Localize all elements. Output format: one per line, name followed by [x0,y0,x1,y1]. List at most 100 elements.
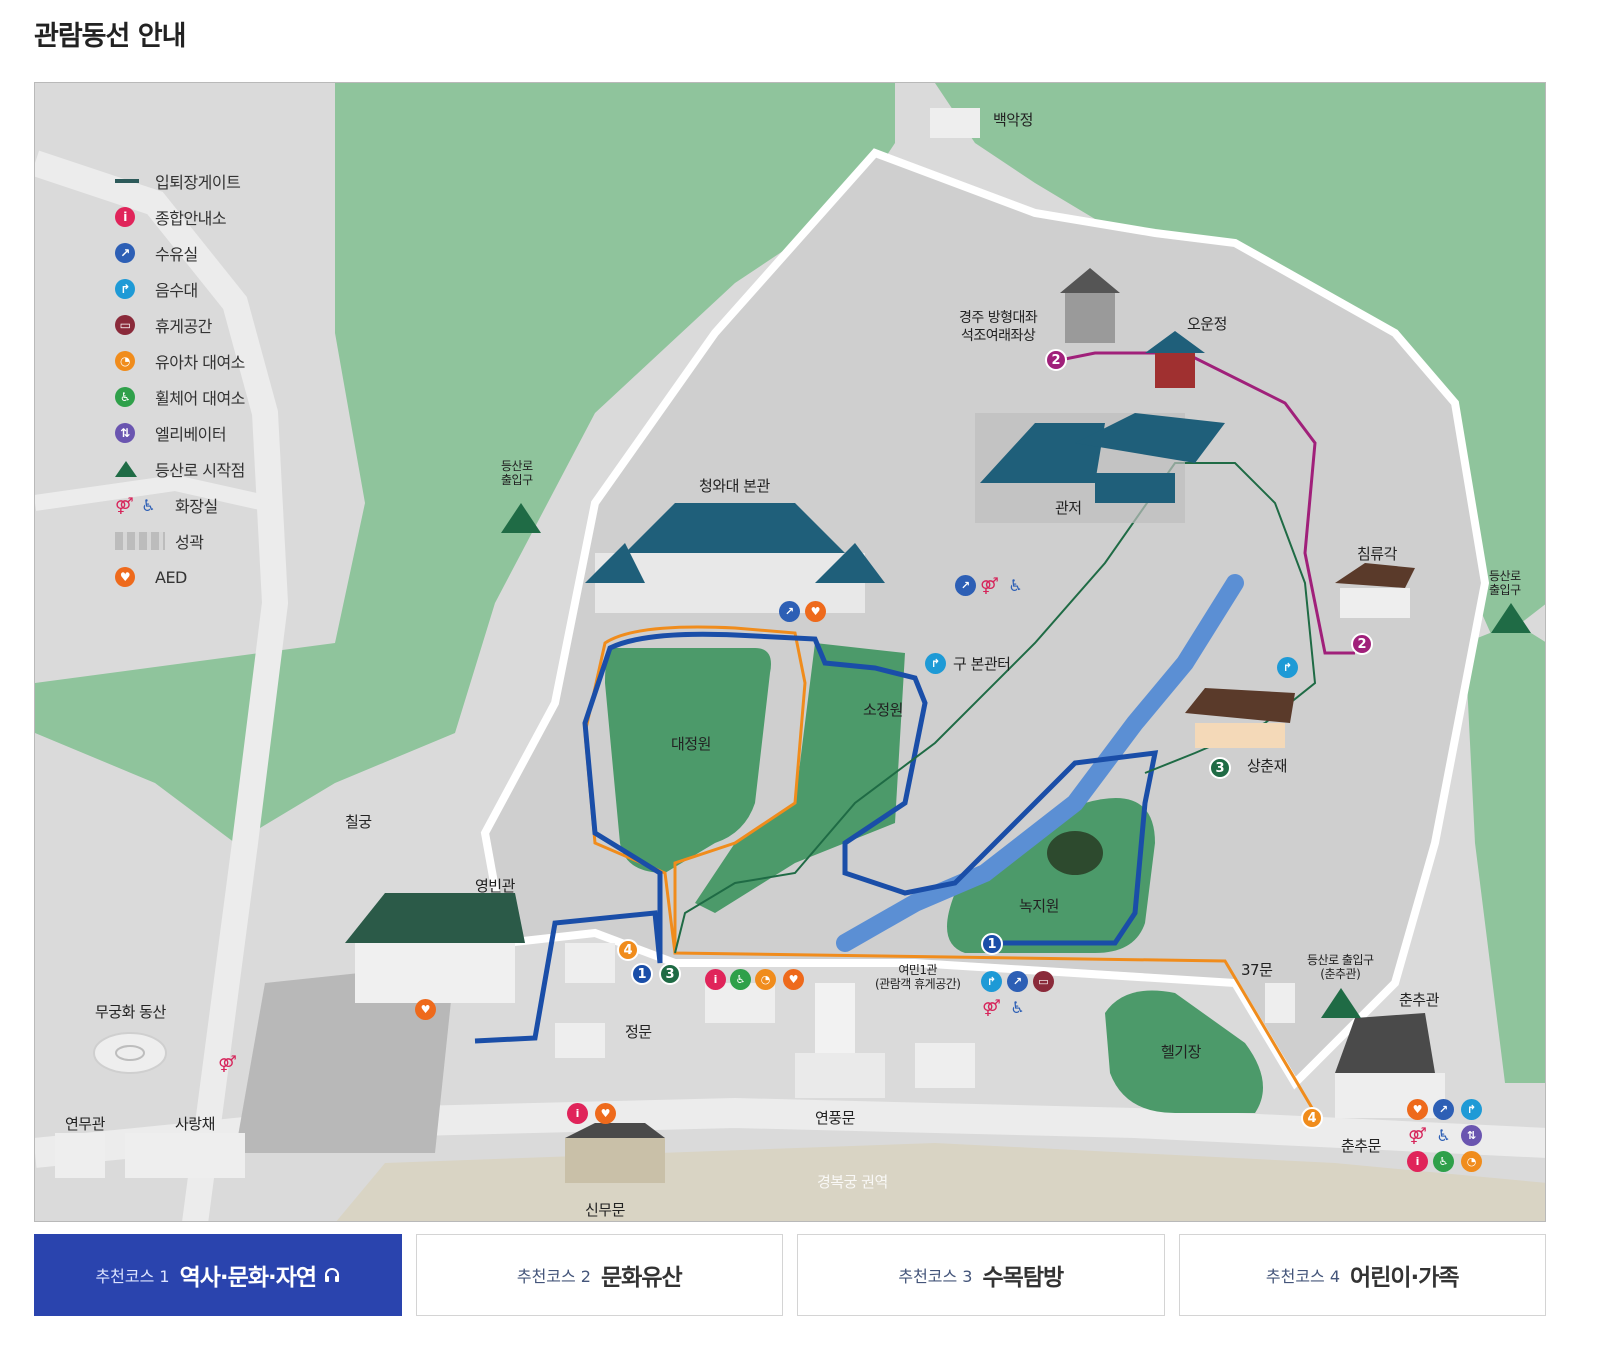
tab-prefix: 추천코스 1 [95,1267,170,1286]
legend-water: ↱ 음수대 [115,271,285,307]
nursing-room-icon[interactable]: ↗ [1433,1099,1454,1120]
route-map[interactable]: 입퇴장게이트 i 종합안내소 ↗ 수유실 ↱ 음수대 ▭ 휴게공간 ◔ 유아차 … [34,82,1546,1222]
tab-course-3[interactable]: 추천코스 3 수목탐방 [797,1234,1165,1316]
sojeongwon-lawn [695,643,905,913]
aed-icon[interactable]: ♥ [783,969,804,990]
water-fountain-icon[interactable]: ↱ [981,971,1002,992]
nursing-room-icon[interactable]: ↗ [955,575,976,596]
legend-label: 휠체어 대여소 [155,389,245,408]
nursing-room-icon[interactable]: ↗ [1007,971,1028,992]
restroom-icon[interactable]: ⚤ [218,1054,237,1073]
route-marker-4[interactable]: 4 [617,939,639,961]
aed-icon[interactable]: ♥ [595,1103,616,1124]
restroom-icon[interactable]: ⚤ [1408,1126,1427,1145]
elevator-icon: ⇅ [115,422,151,444]
gate-line-icon [115,170,151,192]
nursing-room-icon[interactable]: ↗ [779,601,800,622]
wheelchair-rental-icon[interactable]: ♿ [1433,1151,1454,1172]
aed-icon[interactable]: ♥ [415,999,436,1020]
tab-course-1[interactable]: 추천코스 1 역사·문화·자연 [34,1234,402,1316]
label-trail-right-line2: 출입구 [1489,583,1521,597]
tab-course-2[interactable]: 추천코스 2 문화유산 [415,1234,783,1316]
restroom-icon[interactable]: ⚤ [980,576,999,595]
info-center-icon[interactable]: i [1407,1151,1428,1172]
legend-label: 입퇴장게이트 [155,173,241,192]
label-chunchumun: 춘추문 [1341,1137,1381,1155]
heliport-lawn [1105,990,1263,1113]
legend-label: 음수대 [155,281,198,300]
label-sangchunjae: 상춘재 [1247,757,1287,775]
label-chunchugwan: 춘추관 [1399,991,1439,1009]
road-left [35,150,289,1221]
elevator-icon[interactable]: ⇅ [1461,1125,1482,1146]
stroller-rental-icon: ◔ [115,350,151,372]
route-course2 [1054,351,1355,655]
legend-label: 유아차 대여소 [155,353,245,372]
label-heliport: 헬기장 [1161,1043,1201,1061]
tab-prefix: 추천코스 3 [898,1267,973,1286]
trailhead-left [501,503,541,533]
water-fountain-icon[interactable]: ↱ [1461,1099,1482,1120]
info-center-icon[interactable]: i [705,969,726,990]
route-marker-2-chimnyugak[interactable]: 2 [1351,633,1373,655]
label-ounjeong: 오운정 [1187,315,1227,333]
mountain-area-right [1465,623,1545,1083]
route-marker-3-sangchunjae[interactable]: 3 [1209,757,1231,779]
label-trail-chunchu-line1: 등산로 출입구 [1307,953,1374,967]
info-center-icon[interactable]: i [567,1103,588,1124]
course-tabs: 추천코스 1 역사·문화·자연 추천코스 2 문화유산 추천코스 3 수목탐방 … [34,1234,1546,1316]
yeongbingwan-graphic [345,893,525,1003]
water-fountain-icon[interactable]: ↱ [925,653,946,674]
label-yeonmugwan: 연무관 [65,1115,105,1133]
aed-icon[interactable]: ♥ [1407,1099,1428,1120]
tab-name: 어린이·가족 [1350,1265,1460,1291]
legend-aed: ♥ AED [115,559,285,595]
gwanjeo-graphic [975,413,1225,523]
stroller-rental-icon[interactable]: ◔ [755,969,776,990]
label-nokjiwon: 녹지원 [1019,897,1059,915]
legend-label: 화장실 [175,497,218,516]
legend-wheelchair: ♿ 휠체어 대여소 [115,379,285,415]
label-trail-left-line1: 등산로 [501,459,533,473]
label-yeomin: 여민1관 (관람객 휴게공간) [875,963,961,991]
route-marker-1[interactable]: 1 [981,933,1003,955]
yeonpungmun-graphic [795,983,885,1098]
accessible-restroom-icon[interactable]: ♿ [1008,576,1023,595]
restroom-icon[interactable]: ⚤ [982,998,1001,1017]
stroller-rental-icon[interactable]: ◔ [1461,1151,1482,1172]
stream [836,574,1244,952]
nursing-room-icon: ↗ [115,242,151,264]
label-trail-chunchu-line2: (춘추관) [1320,967,1361,981]
label-mugunghwa: 무궁화 동산 [95,1003,166,1021]
label-seokjo-line2: 석조여래좌상 [960,328,1036,344]
sinmumun-graphic [565,1123,665,1183]
legend-trailhead: 등산로 시작점 [115,451,285,487]
legend-elevator: ⇅ 엘리베이터 [115,415,285,451]
tab-prefix: 추천코스 4 [1265,1267,1341,1286]
legend-label: 수유실 [155,245,198,264]
accessible-restroom-icon[interactable]: ♿ [1010,998,1025,1017]
route-marker-1-start[interactable]: 1 [631,963,653,985]
tab-name: 역사·문화·자연 [179,1265,317,1291]
legend-label: 성곽 [175,533,204,552]
legend-label: 엘리베이터 [155,425,227,444]
accessible-restroom-icon[interactable]: ♿ [1436,1126,1451,1145]
route-marker-3[interactable]: 3 [659,963,681,985]
trailhead-right [1491,603,1531,633]
route-marker-2[interactable]: 2 [1045,349,1067,371]
label-chimnyugak: 침류각 [1357,545,1397,563]
trailhead-icon [115,458,151,480]
route-marker-4-chunchumun[interactable]: 4 [1301,1107,1323,1129]
aed-icon[interactable]: ♥ [805,601,826,622]
tab-course-4[interactable]: 추천코스 4 어린이·가족 [1178,1234,1546,1316]
label-gate37: 37문 [1241,961,1273,979]
minor-buildings [55,108,1295,1178]
tab-name: 문화유산 [601,1265,683,1291]
wheelchair-rental-icon[interactable]: ♿ [730,969,751,990]
wheelchair-rental-icon: ♿ [115,386,151,408]
rest-area-icon[interactable]: ▭ [1033,971,1054,992]
water-fountain-icon[interactable]: ↱ [1277,657,1298,678]
label-seokjo: 경주 방형대좌 석조여래좌상 [959,309,1038,345]
label-trail-right: 등산로 출입구 [1489,569,1521,597]
label-yeonpungmun: 연풍문 [815,1109,855,1127]
